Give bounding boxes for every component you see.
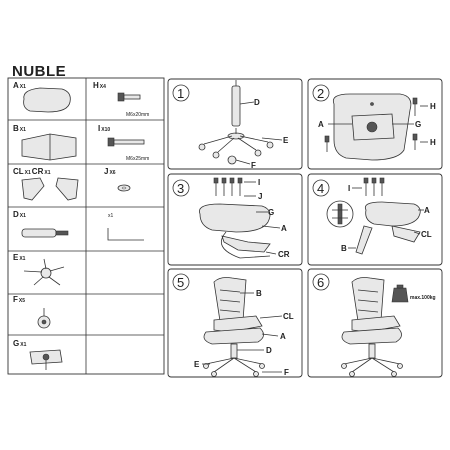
step-5-label-b: B	[256, 289, 262, 298]
step-4-label-i: I	[348, 184, 350, 193]
part-cl-cr: CLX1CRX1	[13, 167, 79, 201]
part-g-qty: X1	[20, 342, 26, 348]
step-3-number: 3	[177, 181, 184, 196]
part-f-letter: F	[13, 295, 18, 304]
step-1-label-f: F	[251, 161, 256, 170]
part-d-qty: X1	[20, 213, 26, 219]
part-a: AX1	[13, 81, 71, 113]
armrest-right-shape	[55, 177, 79, 201]
backrest-shape	[21, 133, 77, 161]
step-panels	[167, 78, 443, 378]
step-2: 2 H A G H	[312, 84, 436, 161]
part-g-letter: G	[13, 339, 19, 348]
step-4-screws	[363, 177, 385, 196]
part-e-qty: X1	[19, 256, 25, 262]
step-1-label-e: E	[283, 136, 289, 145]
step-6-max-weight: max.100kg	[410, 295, 436, 301]
parts-table	[7, 77, 165, 375]
part-d: DX1	[13, 210, 69, 238]
svg-text:EX1: EX1	[13, 253, 26, 262]
step-5-label-d: D	[266, 346, 272, 355]
step-5-label-cl: CL	[283, 312, 294, 321]
part-allen-key: x1	[107, 213, 144, 241]
step-5-label-f: F	[284, 368, 289, 377]
part-cl-qty: X1	[25, 170, 31, 176]
part-i-size: M6x25mm	[126, 156, 149, 162]
part-h-letter: H	[93, 81, 99, 90]
product-title: NUBLE	[12, 63, 67, 80]
step-5-number: 5	[177, 275, 184, 290]
step-4-number: 4	[317, 181, 324, 196]
svg-text:DX1: DX1	[13, 210, 26, 219]
step-4-label-a: A	[424, 206, 430, 215]
step-2-label-h-bottom: H	[430, 138, 436, 147]
step-2-label-g: G	[415, 120, 421, 129]
part-e: EX1	[13, 253, 65, 286]
part-h-size: M6x20mm	[126, 112, 149, 118]
step-5-label-a: A	[280, 332, 286, 341]
svg-text:IX10: IX10	[98, 124, 110, 133]
part-f: FX5	[13, 295, 51, 329]
part-h: HX4 M6x20mm	[93, 81, 149, 118]
step-2-number: 2	[317, 86, 324, 101]
svg-text:GX1: GX1	[13, 339, 27, 348]
part-i-letter: I	[98, 124, 100, 133]
svg-text:FX5: FX5	[13, 295, 25, 304]
part-cr-qty: X1	[44, 170, 50, 176]
step-6-number: 6	[317, 275, 324, 290]
part-a-letter: A	[13, 81, 19, 90]
step-1: 1 D E F	[172, 80, 289, 170]
step-2-label-a: A	[318, 120, 324, 129]
part-cr-letter: CR	[32, 167, 44, 176]
step-6: 6 max.100kg	[312, 273, 436, 377]
part-b: BX1	[13, 124, 77, 161]
step-4-label-b: B	[341, 244, 347, 253]
part-i: IX10 M6x25mm	[98, 124, 149, 162]
part-f-qty: X5	[19, 298, 25, 304]
svg-text:BX1: BX1	[13, 124, 26, 133]
weight-icon	[391, 284, 409, 303]
step-1-number: 1	[177, 86, 184, 101]
svg-text:CLX1CRX1: CLX1CRX1	[13, 167, 51, 176]
step-4-label-cl: CL	[421, 230, 432, 239]
part-j-qty: X6	[109, 170, 115, 176]
part-a-qty: X1	[20, 84, 26, 90]
part-key-qty: x1	[108, 213, 114, 219]
svg-text:HX4: HX4	[93, 81, 106, 90]
step-1-label-d: D	[254, 98, 260, 107]
step-3-label-j: J	[258, 192, 262, 201]
part-j-letter: J	[104, 167, 108, 176]
step-3-label-g: G	[268, 208, 274, 217]
part-b-letter: B	[13, 124, 19, 133]
step-3-label-a: A	[281, 224, 287, 233]
armrest-left-shape	[21, 177, 45, 201]
step-4: 4 I A CL B	[312, 177, 432, 255]
svg-text:JX6: JX6	[104, 167, 116, 176]
part-j: JX6	[104, 167, 131, 192]
part-i-qty: X10	[101, 127, 110, 133]
svg-text:AX1: AX1	[13, 81, 26, 90]
part-h-qty: X4	[100, 84, 106, 90]
step-3-screws	[213, 177, 243, 196]
part-g: GX1	[13, 339, 63, 370]
step-2-label-h-top: H	[430, 102, 436, 111]
step-5-label-e: E	[194, 360, 200, 369]
part-cl-letter: CL	[13, 167, 24, 176]
part-d-letter: D	[13, 210, 19, 219]
part-b-qty: X1	[20, 127, 26, 133]
part-e-letter: E	[13, 253, 19, 262]
step-3-label-i: I	[258, 178, 260, 187]
step-5: 5 B CL A D E F	[172, 273, 294, 377]
step-3: 3 I J G A CR	[172, 177, 290, 259]
step-3-label-cr: CR	[278, 250, 290, 259]
seat-shape	[23, 87, 71, 113]
